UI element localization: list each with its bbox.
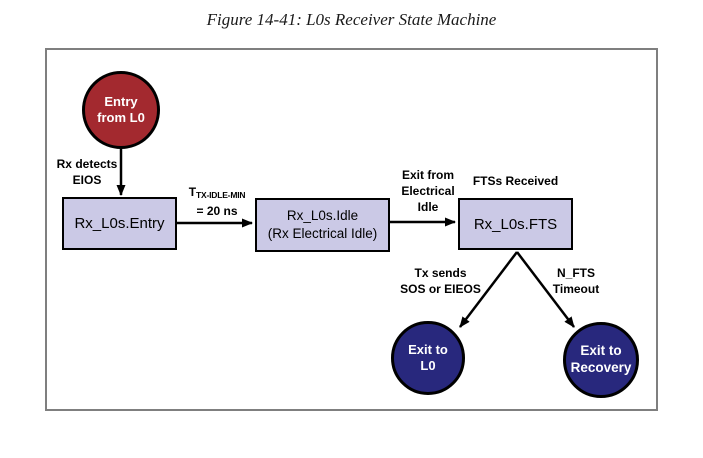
state-exit-l0-line1: Exit to [408, 341, 448, 357]
state-exit-l0-line2: L0 [420, 358, 436, 373]
state-rx-l0s-idle-line2: (Rx Electrical Idle) [267, 226, 378, 241]
diagram-frame: Entry from L0 Rx detects EIOS Rx_L0s.Ent… [45, 48, 658, 411]
label-nfts-line1: N_FTS [556, 266, 595, 280]
label-tx-sends-line1: Tx sends [414, 266, 467, 280]
state-rx-l0s-fts: Rx_L0s.FTS [458, 198, 573, 250]
label-tx-idle-min: TTX-IDLE-MIN = 20 ns [180, 184, 254, 219]
state-entry-line2: from L0 [97, 110, 145, 125]
state-exit-to-l0: Exit to L0 [391, 321, 465, 395]
state-rx-l0s-entry: Rx_L0s.Entry [62, 197, 177, 250]
state-rx-l0s-idle-line1: Rx_L0s.Idle [286, 208, 359, 224]
t-subscript: TX-IDLE-MIN [196, 190, 246, 200]
label-exit-electrical-line2: Electrical [401, 184, 455, 198]
label-rx-detects-line2: EIOS [72, 173, 102, 187]
transition-arrows [116, 149, 575, 328]
t-symbol: T [188, 185, 197, 199]
label-exit-electrical-line1: Exit from [401, 168, 454, 182]
arrow-nfts-timeout [516, 251, 575, 328]
state-entry-line1: Entry [104, 93, 138, 109]
label-exit-from-electrical-idle: Exit from Electrical Idle [383, 167, 473, 215]
label-tx-sends-line2: SOS or EIEOS [400, 282, 481, 296]
arrow-tx-sends-sos [459, 251, 518, 328]
label-tx-idle-min-value: = 20 ns [196, 204, 238, 218]
state-exit-recovery-line1: Exit to [580, 343, 622, 359]
label-rx-detects-eios: Rx detects EIOS [47, 156, 127, 188]
label-tx-idle-min-line1: TTX-IDLE-MIN [180, 184, 254, 203]
state-rx-l0s-idle: Rx_L0s.Idle (Rx Electrical Idle) [255, 198, 390, 252]
state-rx-l0s-fts-label: Rx_L0s.FTS [473, 215, 558, 233]
state-exit-recovery-line2: Recovery [570, 360, 632, 375]
label-rx-detects-line1: Rx detects [56, 157, 118, 171]
label-tx-sends-sos-eieos: Tx sends SOS or EIEOS [392, 265, 489, 297]
label-nfts-line2: Timeout [552, 282, 600, 296]
state-rx-l0s-entry-label: Rx_L0s.Entry [74, 215, 165, 232]
state-exit-to-recovery: Exit to Recovery [563, 322, 639, 398]
state-entry-from-l0: Entry from L0 [82, 71, 160, 149]
label-ftss-received: FTSs Received [472, 174, 559, 188]
figure-title: Figure 14-41: L0s Receiver State Machine [206, 10, 497, 29]
label-nfts-timeout: N_FTS Timeout [536, 265, 616, 297]
label-exit-electrical-line3: Idle [417, 200, 439, 214]
